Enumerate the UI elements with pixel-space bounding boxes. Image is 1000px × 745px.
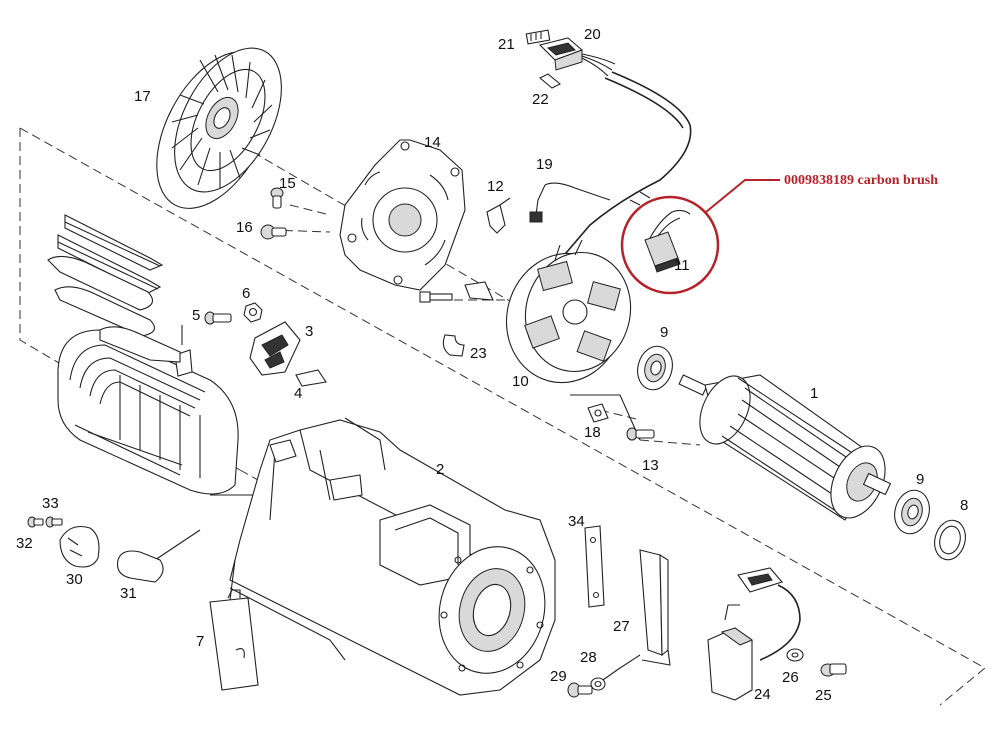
label-part-1: 1 (810, 385, 818, 402)
part-5-screw[interactable] (204, 311, 232, 325)
callout-text: 0009838189 carbon brush (784, 173, 938, 188)
label-part-20: 20 (584, 26, 601, 43)
pole-shoes (47, 214, 181, 363)
label-part-9-upper: 9 (660, 324, 668, 341)
label-part-14: 14 (424, 134, 441, 151)
part-10-brush-holder[interactable] (492, 239, 644, 396)
part-24-control-module[interactable] (707, 567, 801, 701)
label-part-13: 13 (642, 457, 659, 474)
part-30-capacitor-mount[interactable] (59, 525, 100, 568)
part-31-capacitor[interactable] (116, 550, 164, 583)
part-15-screw[interactable] (270, 187, 284, 209)
label-part-5: 5 (192, 307, 200, 324)
label-part-19: 19 (536, 156, 553, 173)
label-part-2: 2 (436, 461, 444, 478)
part-33-screw[interactable] (45, 516, 63, 528)
part-13-screw[interactable] (626, 427, 655, 441)
label-part-24: 24 (754, 686, 771, 703)
label-part-3: 3 (305, 323, 313, 340)
part-23-clamp[interactable] (442, 334, 465, 357)
label-part-12: 12 (487, 178, 504, 195)
label-part-17: 17 (134, 88, 151, 105)
label-part-21: 21 (498, 36, 515, 53)
label-part-7: 7 (196, 633, 204, 650)
stator-coils (57, 325, 239, 495)
label-part-16: 16 (236, 219, 253, 236)
part-16-screw[interactable] (260, 224, 287, 240)
label-part-32: 32 (16, 535, 33, 552)
label-part-25: 25 (815, 687, 832, 704)
label-part-31: 31 (120, 585, 137, 602)
label-part-30: 30 (66, 571, 83, 588)
label-part-23: 23 (470, 345, 487, 362)
label-part-27: 27 (613, 618, 630, 635)
part-20-connector[interactable] (538, 37, 616, 77)
part-19-cable[interactable] (529, 71, 692, 261)
part-1-armature[interactable] (678, 368, 896, 527)
part-14-end-plate[interactable] (339, 139, 466, 291)
part-4-bracket[interactable] (295, 369, 327, 387)
part-7-cover-plate[interactable] (209, 589, 259, 691)
part-25-screw[interactable] (820, 663, 847, 677)
part-32-screw[interactable] (27, 516, 44, 528)
label-part-15: 15 (279, 175, 296, 192)
part-3-terminal-block[interactable] (249, 321, 301, 376)
label-part-11: 11 (674, 257, 690, 274)
label-part-8: 8 (960, 497, 968, 514)
label-part-10: 10 (512, 373, 529, 390)
label-part-33: 33 (42, 495, 59, 512)
label-part-29: 29 (550, 668, 567, 685)
part-27-bracket[interactable] (639, 549, 671, 666)
callout-highlight (620, 179, 780, 295)
part-22-terminal[interactable] (539, 73, 561, 89)
part-labels: 1 2 3 4 5 6 7 8 9 9 10 11 12 13 14 15 16… (16, 26, 968, 704)
part-12-clip[interactable] (486, 197, 511, 234)
label-part-28: 28 (580, 649, 597, 666)
label-part-6: 6 (242, 285, 250, 302)
part-18-washer[interactable] (587, 403, 609, 423)
label-part-34: 34 (568, 513, 585, 530)
brush-holder-bolt (419, 281, 494, 303)
part-26-washer[interactable] (786, 648, 804, 662)
part-29-screw[interactable] (567, 682, 593, 698)
part-34-strip[interactable] (584, 525, 605, 608)
part-8-washer[interactable] (930, 517, 969, 563)
label-part-9-lower: 9 (916, 471, 924, 488)
part-9-bearing-lower[interactable] (890, 486, 934, 537)
part-2-housing[interactable] (229, 417, 559, 696)
part-17-fan[interactable] (133, 30, 304, 227)
part-11-carbon-brush[interactable] (644, 209, 691, 273)
label-part-22: 22 (532, 91, 549, 108)
part-9-bearing-upper[interactable] (633, 342, 677, 393)
part-21-plug[interactable] (525, 29, 551, 45)
part-6-nut[interactable] (243, 302, 263, 323)
label-part-26: 26 (782, 669, 799, 686)
label-part-18: 18 (584, 424, 601, 441)
label-part-4: 4 (294, 385, 302, 402)
part-28-washer[interactable] (590, 677, 606, 691)
